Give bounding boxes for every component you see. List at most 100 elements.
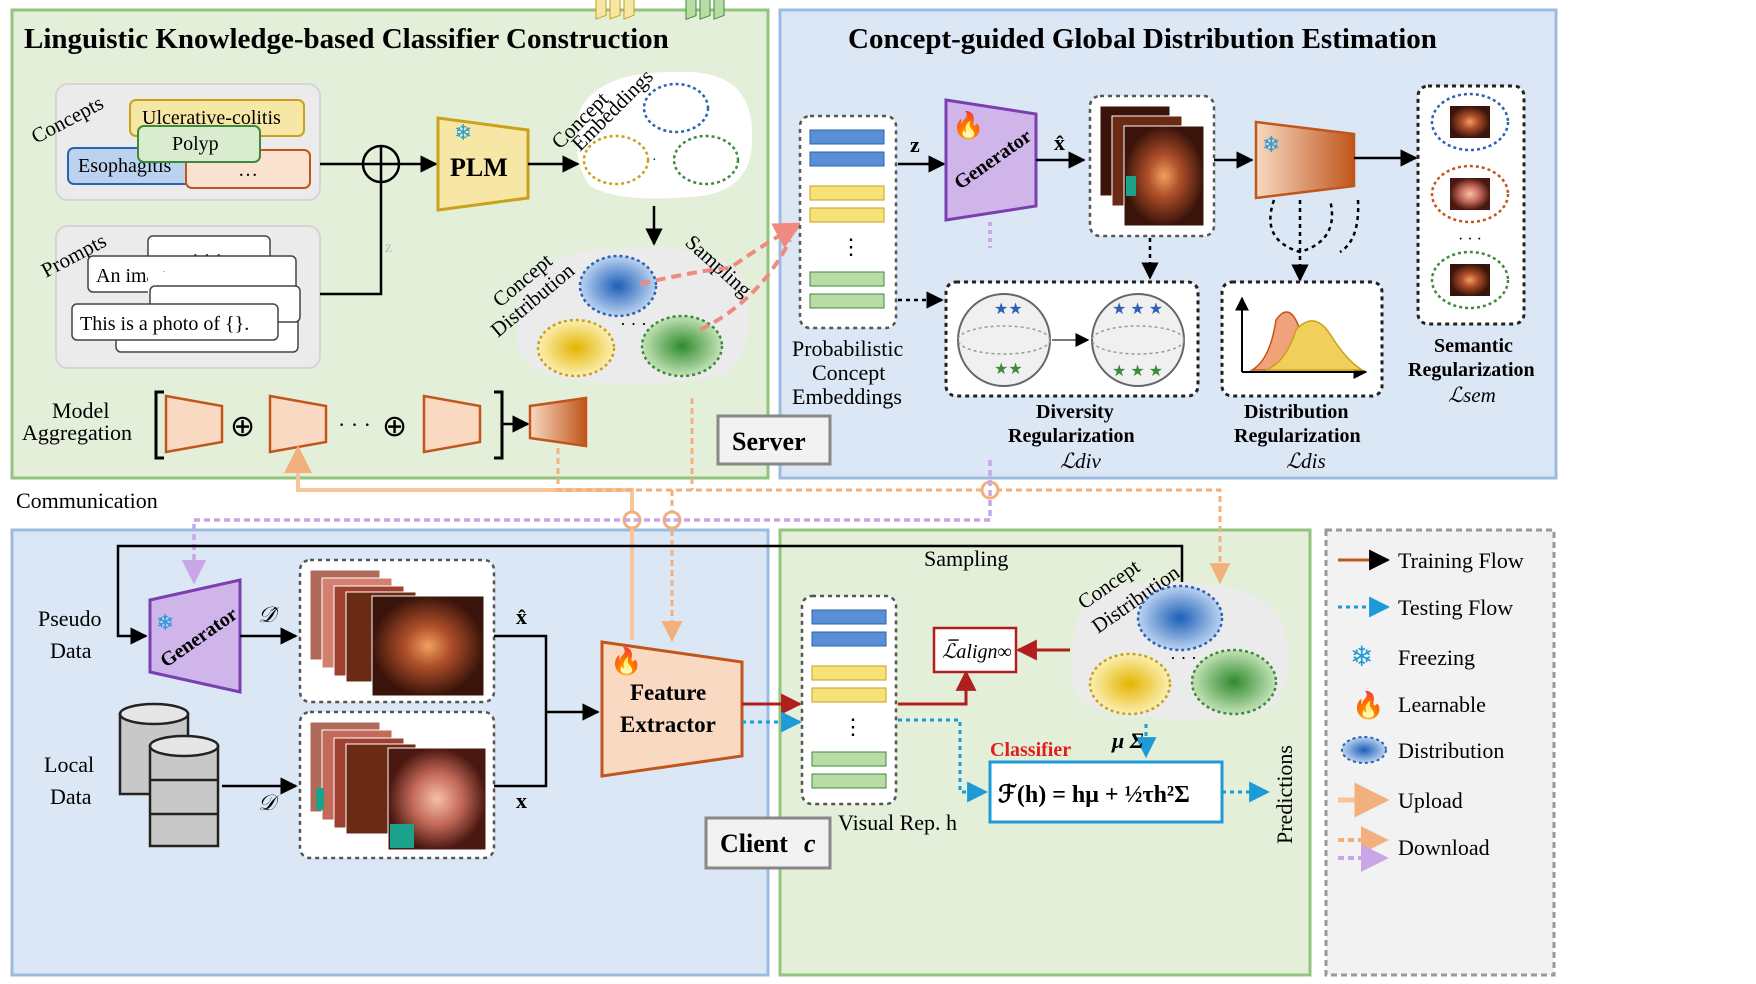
legend-distribution: Distribution	[1398, 738, 1504, 763]
snowflake-icon: ❄	[1350, 642, 1373, 673]
global-model	[1254, 120, 1356, 200]
agg-model-1	[164, 394, 224, 454]
svg-text:★ ★ ★: ★ ★ ★	[1112, 301, 1163, 318]
diversity-label-1: Diversity	[1036, 401, 1114, 423]
svg-text:·: ·	[652, 153, 657, 168]
classifier-label: Classifier	[990, 739, 1071, 761]
concept-polyp	[137, 125, 261, 163]
embeddings-cloud	[576, 71, 753, 199]
server-label-box	[716, 414, 832, 466]
global-model-snowflake-icon: ❄	[1262, 132, 1280, 157]
predictions-label: Predictions	[1272, 745, 1297, 844]
diversity-loss: ℒdiv	[1060, 449, 1101, 473]
client-generator-snowflake-icon: ❄	[156, 610, 174, 635]
blue-embedding-cluster	[642, 82, 710, 134]
model-aggregation-label-1: Model	[52, 398, 109, 423]
pseudo-data-label-1: Pseudo	[38, 606, 102, 631]
align-loss: ℒ̅align∞	[942, 638, 1012, 663]
distribution-loss: ℒdis	[1286, 449, 1326, 473]
probabilistic-label-3: Embeddings	[792, 384, 902, 409]
feature-extractor	[600, 640, 744, 778]
svg-text:★ ★ ★: ★ ★ ★	[1112, 363, 1163, 380]
upload-line	[284, 445, 634, 640]
svg-text:· · ·: · · ·	[620, 314, 647, 334]
svg-text:· · ·: · · ·	[1170, 648, 1197, 668]
feature-extractor-label-1: Feature	[630, 680, 706, 705]
diversity-label-2: Regularization	[1008, 425, 1135, 447]
concept-more-text: …	[238, 159, 258, 181]
aggregated-model	[528, 396, 588, 448]
client-yellow-distribution	[1088, 652, 1172, 716]
sampling-arrow-green	[699, 239, 792, 332]
client-sampling-label: Sampling	[924, 546, 1008, 571]
legend-download: Download	[1398, 835, 1490, 860]
svg-text:⋮: ⋮	[842, 714, 864, 739]
visual-rep-label: Visual Rep. h	[838, 810, 957, 835]
svg-text:★★: ★★	[994, 301, 1023, 318]
z-faint: z	[385, 239, 392, 256]
plm-snowflake-icon: ❄	[454, 120, 472, 145]
svg-text:★★: ★★	[994, 361, 1023, 378]
d-label: 𝒟	[258, 790, 280, 815]
green-embedding-cluster	[672, 134, 740, 186]
semantic-label-2: Regularization	[1408, 359, 1535, 381]
blue-distribution	[578, 254, 658, 318]
green-distribution	[640, 314, 724, 378]
legend-upload: Upload	[1398, 788, 1463, 813]
agg-plus-icon-2: ⊕	[382, 410, 407, 443]
sampling-arrow-blue	[639, 222, 803, 286]
d-hat-label: 𝒟̂	[258, 602, 280, 627]
generator-flame-icon: 🔥	[952, 110, 984, 140]
legend-training-flow: Training Flow	[1398, 548, 1524, 573]
local-data-label-1: Local	[44, 752, 94, 777]
model-aggregation-label-2: Aggregation	[22, 420, 132, 445]
extractor-flame-icon: 🔥	[610, 646, 642, 676]
pseudo-image	[371, 595, 485, 697]
concept-polyp-text: Polyp	[172, 133, 219, 155]
database-icon	[118, 702, 220, 848]
x-hat-client-label: x̂	[516, 604, 527, 629]
probabilistic-label-1: Probabilistic	[792, 336, 903, 361]
svg-text:· · ·: · · ·	[1458, 231, 1482, 248]
client-green-distribution	[1190, 648, 1278, 716]
top-right-title: Concept-guided Global Distribution Estim…	[848, 23, 1437, 55]
client-label-box	[704, 816, 832, 870]
concept-ulcerative-colitis-text: Ulcerative-colitis	[142, 107, 281, 129]
yellow-distribution	[536, 318, 616, 378]
x-hat-label: x̂	[1054, 130, 1065, 155]
svg-text:⋮: ⋮	[840, 234, 862, 259]
align-loss-box	[932, 626, 1018, 674]
distribution-reg-label-2: Regularization	[1234, 425, 1361, 447]
server-label: Server	[732, 427, 806, 456]
client-blue-distribution	[1136, 584, 1224, 652]
client-generator	[148, 578, 242, 694]
communication-label: Communication	[16, 488, 158, 513]
agg-model-3	[422, 394, 482, 454]
legend-freezing: Freezing	[1398, 645, 1475, 670]
legend-learnable: Learnable	[1398, 692, 1486, 717]
client-var: c	[804, 829, 816, 858]
agg-model-2	[268, 394, 328, 454]
pseudo-data-label-2: Data	[50, 638, 92, 663]
feature-extractor-label-2: Extractor	[620, 712, 716, 737]
prompt-photo: This is a photo of {}.	[80, 313, 249, 335]
z-label: z	[910, 132, 920, 157]
flame-icon: 🔥	[1352, 690, 1384, 720]
plm-label: PLM	[450, 153, 508, 182]
top-left-title: Linguistic Knowledge-based Classifier Co…	[24, 23, 669, 55]
distribution-ellipse-icon	[1341, 736, 1387, 764]
download-line	[556, 448, 1231, 585]
classifier-formula: ℱ(h) = hμ + ½τh²Σ	[998, 782, 1190, 808]
generated-image	[1123, 125, 1205, 227]
agg-plus-icon-1: ⊕	[230, 410, 255, 443]
probabilistic-label-2: Concept	[812, 360, 885, 385]
legend-testing-flow: Testing Flow	[1398, 595, 1513, 620]
generator-download-line	[181, 460, 992, 585]
server-generator	[944, 98, 1038, 222]
semantic-loss: ℒsem	[1448, 383, 1496, 407]
local-data-label-2: Data	[50, 784, 92, 809]
client-label: Client	[720, 829, 788, 858]
mu-sigma-label: μ Σ	[1111, 728, 1144, 753]
agg-ellipsis: · · ·	[338, 412, 371, 437]
